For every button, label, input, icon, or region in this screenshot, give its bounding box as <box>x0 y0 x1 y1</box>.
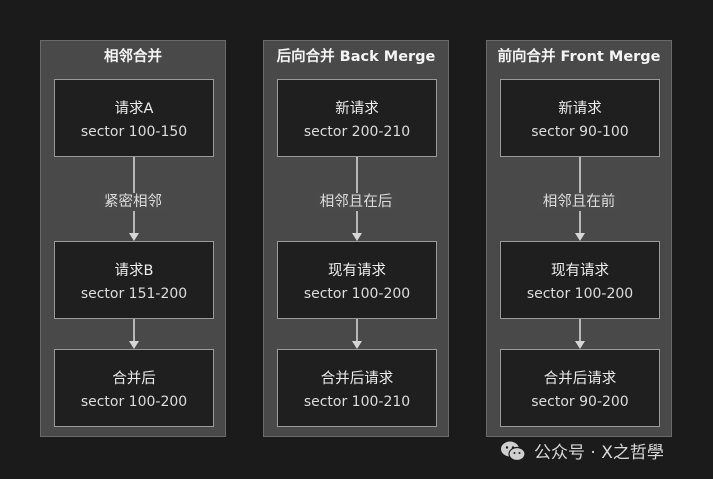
node-sector: sector 100-200 <box>526 285 634 302</box>
node-label: 现有请求 <box>551 262 609 279</box>
edge-label-text: 相邻且在前 <box>538 193 620 211</box>
node-sector: sector 100-200 <box>80 393 188 410</box>
edge-line <box>356 319 358 342</box>
node-merged-request: 合并后请求 sector 90-200 <box>500 349 660 427</box>
node-label: 现有请求 <box>328 262 386 279</box>
panel-front-merge: 前向合并 Front Merge 新请求 sector 90-100 相邻且在前… <box>486 40 672 437</box>
node-sector: sector 90-200 <box>531 393 629 410</box>
panel-title: 相邻合并 <box>104 49 162 65</box>
watermark: 公众号 · X之哲學 <box>500 438 664 463</box>
arrow-down-icon <box>129 233 139 241</box>
node-label: 请求A <box>114 100 154 117</box>
node-label: 合并后 <box>112 370 156 387</box>
node-sector: sector 151-200 <box>80 285 188 302</box>
panel-title: 后向合并 Back Merge <box>276 49 436 65</box>
node-existing-request: 现有请求 sector 100-200 <box>500 241 660 319</box>
arrow-down-icon <box>352 341 362 349</box>
node-existing-request: 现有请求 sector 100-200 <box>277 241 437 319</box>
node-new-request: 新请求 sector 200-210 <box>277 79 437 157</box>
node-label: 合并后请求 <box>320 370 394 387</box>
arrow-down-icon <box>575 233 585 241</box>
node-request-a: 请求A sector 100-150 <box>54 79 214 157</box>
node-new-request: 新请求 sector 90-100 <box>500 79 660 157</box>
node-label: 新请求 <box>335 100 379 117</box>
edge-label-text: 相邻且在后 <box>315 193 397 211</box>
node-request-b: 请求B sector 151-200 <box>54 241 214 319</box>
edge-label: 相邻且在后 <box>264 190 448 211</box>
wechat-icon <box>501 441 526 461</box>
arrow-down-icon <box>129 341 139 349</box>
node-sector: sector 90-100 <box>531 123 629 140</box>
node-sector: sector 100-210 <box>303 393 411 410</box>
node-merged-request: 合并后请求 sector 100-210 <box>277 349 437 427</box>
edge-line <box>133 319 135 342</box>
edge-label: 相邻且在前 <box>487 190 671 211</box>
node-sector: sector 100-150 <box>80 123 188 140</box>
panel-adjacent-merge: 相邻合并 请求A sector 100-150 紧密相邻 请求B sector … <box>40 40 226 437</box>
node-sector: sector 100-200 <box>303 285 411 302</box>
arrow-down-icon <box>575 341 585 349</box>
arrow-down-icon <box>352 233 362 241</box>
node-label: 请求B <box>114 262 154 279</box>
edge-label-text: 紧密相邻 <box>100 193 166 211</box>
node-label: 合并后请求 <box>543 370 617 387</box>
panel-title: 前向合并 Front Merge <box>497 49 661 65</box>
node-label: 新请求 <box>558 100 602 117</box>
node-merged: 合并后 sector 100-200 <box>54 349 214 427</box>
watermark-text: 公众号 · X之哲學 <box>534 443 664 463</box>
edge-line <box>579 319 581 342</box>
node-sector: sector 200-210 <box>303 123 411 140</box>
panel-back-merge: 后向合并 Back Merge 新请求 sector 200-210 相邻且在后… <box>263 40 449 437</box>
edge-label: 紧密相邻 <box>41 190 225 211</box>
